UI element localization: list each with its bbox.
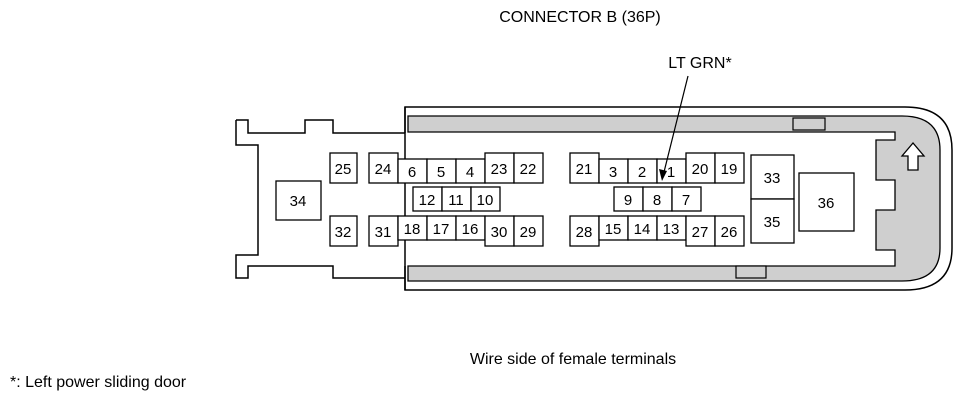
svg-text:33: 33 xyxy=(764,170,781,187)
housing-inner-band xyxy=(407,115,941,282)
terminal-20 xyxy=(685,152,716,184)
terminal-21 xyxy=(569,152,600,184)
terminal-22 xyxy=(513,152,544,184)
svg-text:35: 35 xyxy=(764,214,781,231)
svg-text:29: 29 xyxy=(520,224,537,241)
svg-text:4: 4 xyxy=(466,164,474,181)
svg-text:19: 19 xyxy=(721,161,738,178)
terminal-9 xyxy=(613,186,644,212)
svg-text:27: 27 xyxy=(692,224,709,241)
svg-text:11: 11 xyxy=(448,192,464,209)
terminal-35 xyxy=(750,198,795,244)
terminal-31 xyxy=(368,215,399,247)
terminal-11 xyxy=(441,186,472,212)
wire-color-label: LT GRN* xyxy=(668,55,731,72)
svg-text:30: 30 xyxy=(491,224,508,241)
terminal-4 xyxy=(455,158,486,184)
svg-text:24: 24 xyxy=(375,161,392,178)
terminal-10 xyxy=(470,186,501,212)
terminal-29 xyxy=(513,215,544,247)
terminal-32 xyxy=(329,215,358,247)
terminal-36 xyxy=(798,172,855,232)
svg-text:32: 32 xyxy=(335,224,352,241)
svg-text:9: 9 xyxy=(624,192,632,209)
svg-text:15: 15 xyxy=(605,221,622,238)
svg-text:36: 36 xyxy=(818,195,835,212)
svg-text:21: 21 xyxy=(576,161,593,178)
terminal-1 xyxy=(656,158,687,184)
terminal-8 xyxy=(642,186,673,212)
terminal-13 xyxy=(656,215,687,241)
svg-text:17: 17 xyxy=(433,221,450,238)
bottom-tab xyxy=(735,265,767,279)
diagram-caption: Wire side of female terminals xyxy=(470,351,676,368)
svg-text:31: 31 xyxy=(375,224,392,241)
terminal-7 xyxy=(671,186,702,212)
terminal-3 xyxy=(598,158,629,184)
leader-arrowhead xyxy=(659,169,667,181)
footnote: *: Left power sliding door xyxy=(10,374,187,391)
svg-text:13: 13 xyxy=(663,221,680,238)
leader-line xyxy=(663,75,689,173)
svg-text:25: 25 xyxy=(335,161,352,178)
svg-text:22: 22 xyxy=(520,161,537,178)
svg-text:14: 14 xyxy=(634,221,651,238)
terminal-15 xyxy=(598,215,629,241)
svg-text:16: 16 xyxy=(462,221,479,238)
terminal-16 xyxy=(455,215,486,241)
svg-text:7: 7 xyxy=(682,192,690,209)
svg-text:28: 28 xyxy=(576,224,593,241)
svg-text:5: 5 xyxy=(437,164,445,181)
connector-housing-right xyxy=(404,106,953,291)
svg-text:3: 3 xyxy=(609,164,617,181)
top-tab xyxy=(792,117,826,131)
svg-text:18: 18 xyxy=(404,221,421,238)
svg-text:34: 34 xyxy=(290,193,307,210)
svg-text:10: 10 xyxy=(477,192,494,209)
terminal-23 xyxy=(484,152,515,184)
terminal-33 xyxy=(750,154,795,200)
terminal-30 xyxy=(484,215,515,247)
svg-text:2: 2 xyxy=(638,164,646,181)
svg-text:1: 1 xyxy=(667,164,675,181)
svg-text:20: 20 xyxy=(692,161,709,178)
terminal-19 xyxy=(714,152,745,184)
terminal-34 xyxy=(275,180,322,221)
svg-text:26: 26 xyxy=(721,224,738,241)
up-arrow-icon xyxy=(900,141,926,171)
connector-title: CONNECTOR B (36P) xyxy=(499,9,661,26)
terminal-26 xyxy=(714,215,745,247)
svg-text:12: 12 xyxy=(419,192,436,209)
terminal-18 xyxy=(397,215,428,241)
terminal-25 xyxy=(329,152,358,184)
svg-text:8: 8 xyxy=(653,192,661,209)
svg-text:6: 6 xyxy=(408,164,416,181)
terminal-5 xyxy=(426,158,457,184)
connector-housing xyxy=(235,119,405,279)
svg-text:23: 23 xyxy=(491,161,508,178)
